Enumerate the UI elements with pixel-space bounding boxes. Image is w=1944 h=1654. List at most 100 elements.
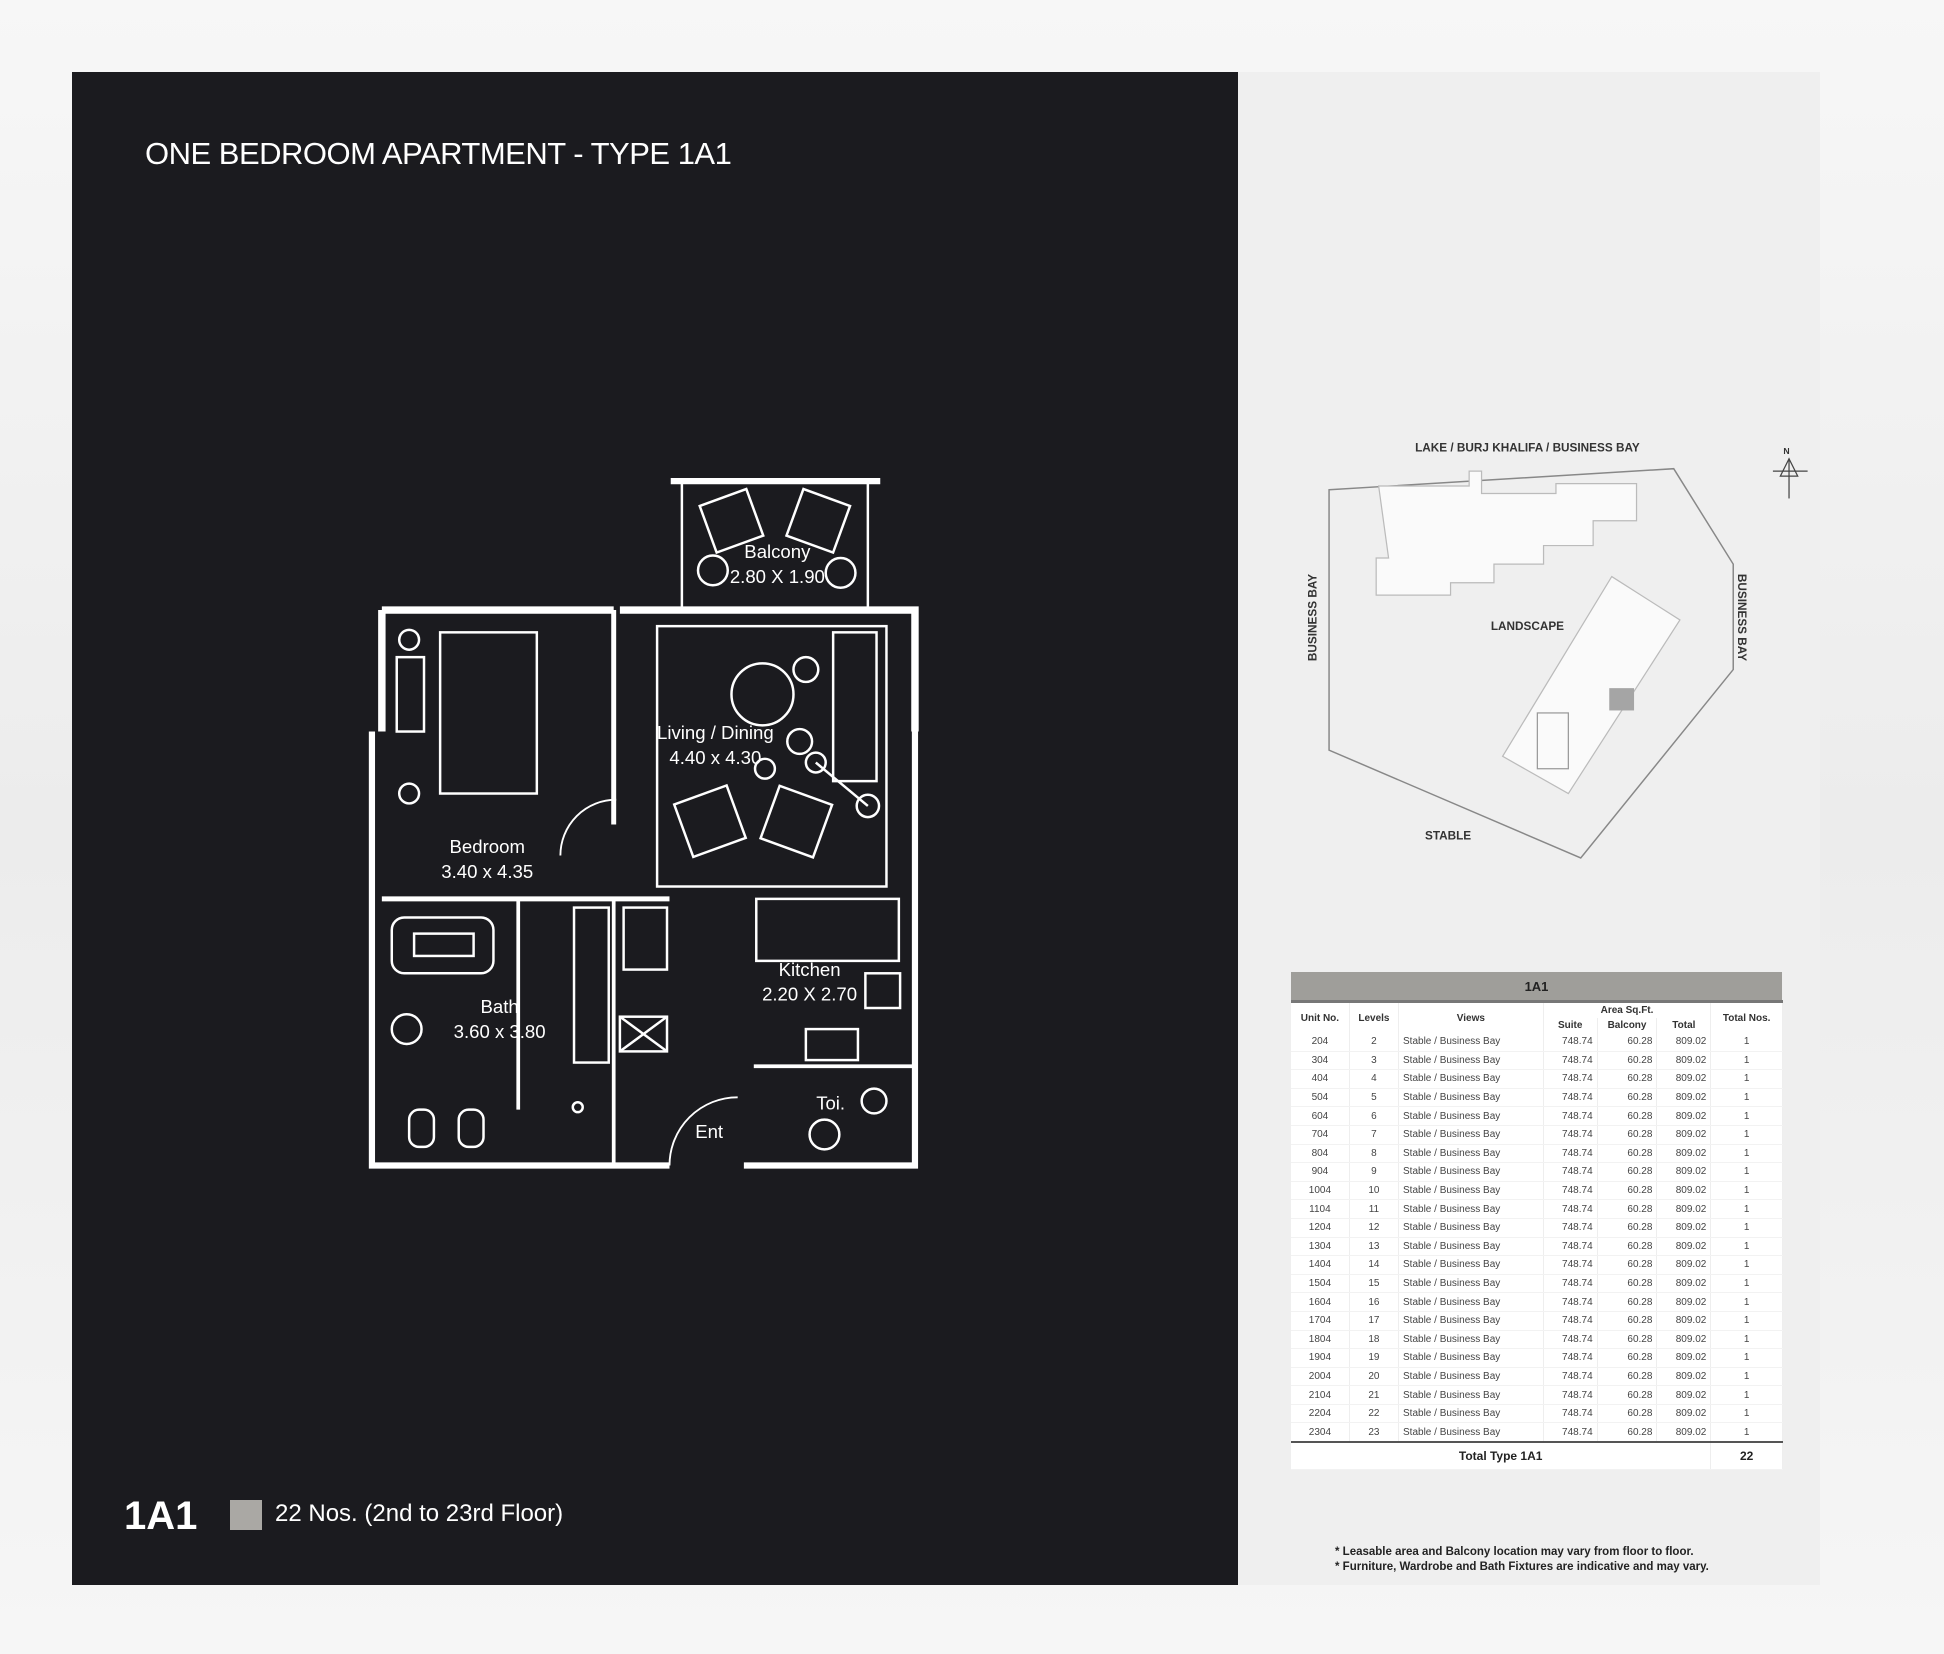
cell-level: 8 <box>1349 1144 1400 1164</box>
cell-total: 809.02 <box>1656 1144 1712 1164</box>
cell-balcony: 60.28 <box>1597 1033 1658 1052</box>
cell-balcony: 60.28 <box>1597 1069 1658 1089</box>
cell-total: 809.02 <box>1656 1367 1712 1387</box>
cell-nos: 1 <box>1710 1348 1783 1368</box>
cell-total: 809.02 <box>1656 1181 1712 1201</box>
cell-suite: 748.74 <box>1543 1274 1598 1294</box>
cell-level: 9 <box>1349 1162 1400 1182</box>
cell-level: 6 <box>1349 1106 1400 1126</box>
cell-suite: 748.74 <box>1543 1199 1598 1219</box>
cell-nos: 1 <box>1710 1237 1783 1257</box>
cell-balcony: 60.28 <box>1597 1218 1658 1238</box>
balcony-size: 2.80 X 1.90 <box>730 566 825 587</box>
cell-nos: 1 <box>1710 1367 1783 1387</box>
cell-view: Stable / Business Bay <box>1398 1404 1544 1424</box>
cell-unit: 1404 <box>1291 1255 1350 1275</box>
cell-total: 809.02 <box>1656 1385 1712 1405</box>
toilet-label: Toi. <box>816 1093 845 1114</box>
cell-nos: 1 <box>1710 1144 1783 1164</box>
cell-level: 18 <box>1349 1330 1400 1350</box>
col-views: Views <box>1398 1001 1544 1033</box>
cell-view: Stable / Business Bay <box>1398 1144 1544 1164</box>
cell-total: 809.02 <box>1656 1237 1712 1257</box>
cell-total: 809.02 <box>1656 1348 1712 1368</box>
site-label-top: LAKE / BURJ KHALIFA / BUSINESS BAY <box>1415 441 1640 454</box>
cell-suite: 748.74 <box>1543 1106 1598 1126</box>
unit-count-label: 22 Nos. (2nd to 23rd Floor) <box>275 1500 564 1527</box>
north-arrow-icon <box>1772 457 1808 499</box>
unit-type-code: 1A1 <box>124 1494 198 1538</box>
footnote: * Leasable area and Balcony location may… <box>1335 1546 1694 1558</box>
cell-nos: 1 <box>1710 1292 1783 1312</box>
cell-nos: 1 <box>1710 1274 1783 1294</box>
col-suite: Suite <box>1543 1018 1598 1033</box>
cell-suite: 748.74 <box>1543 1218 1598 1238</box>
cell-suite: 748.74 <box>1543 1255 1598 1275</box>
cell-view: Stable / Business Bay <box>1398 1199 1544 1219</box>
cell-level: 10 <box>1349 1181 1400 1201</box>
cell-balcony: 60.28 <box>1597 1144 1658 1164</box>
cell-total: 809.02 <box>1656 1311 1712 1331</box>
cell-unit: 804 <box>1291 1144 1350 1164</box>
cell-view: Stable / Business Bay <box>1398 1033 1544 1052</box>
cell-unit: 2104 <box>1291 1385 1350 1405</box>
floor-plan <box>368 477 919 1169</box>
balcony-label: Balcony <box>744 541 811 562</box>
cell-total: 809.02 <box>1656 1088 1712 1108</box>
cell-total: 809.02 <box>1656 1330 1712 1350</box>
cell-suite: 748.74 <box>1543 1367 1598 1387</box>
col-balcony: Balcony <box>1597 1018 1658 1033</box>
cell-balcony: 60.28 <box>1597 1088 1658 1108</box>
cell-total: 809.02 <box>1656 1033 1712 1052</box>
cell-total: 809.02 <box>1656 1069 1712 1089</box>
cell-view: Stable / Business Bay <box>1398 1330 1544 1350</box>
cell-view: Stable / Business Bay <box>1398 1274 1544 1294</box>
bath-size: 3.60 x 3.80 <box>454 1021 546 1042</box>
cell-balcony: 60.28 <box>1597 1404 1658 1424</box>
cell-level: 16 <box>1349 1292 1400 1312</box>
cell-suite: 748.74 <box>1543 1404 1598 1424</box>
cell-nos: 1 <box>1710 1106 1783 1126</box>
cell-nos: 1 <box>1710 1199 1783 1219</box>
table-title: 1A1 <box>1291 972 1783 1003</box>
cell-level: 19 <box>1349 1348 1400 1368</box>
col-levels: Levels <box>1349 1001 1400 1033</box>
cell-unit: 1004 <box>1291 1181 1350 1201</box>
cell-nos: 1 <box>1710 1125 1783 1145</box>
cell-level: 21 <box>1349 1385 1400 1405</box>
cell-unit: 204 <box>1291 1033 1350 1052</box>
cell-balcony: 60.28 <box>1597 1162 1658 1182</box>
cell-unit: 2304 <box>1291 1422 1350 1443</box>
cell-total: 809.02 <box>1656 1422 1712 1443</box>
cell-view: Stable / Business Bay <box>1398 1125 1544 1145</box>
cell-balcony: 60.28 <box>1597 1422 1658 1443</box>
cell-nos: 1 <box>1710 1088 1783 1108</box>
col-total-nos: Total Nos. <box>1710 1001 1783 1033</box>
cell-nos: 1 <box>1710 1311 1783 1331</box>
cell-nos: 1 <box>1710 1330 1783 1350</box>
cell-level: 22 <box>1349 1404 1400 1424</box>
cell-total: 809.02 <box>1656 1255 1712 1275</box>
cell-balcony: 60.28 <box>1597 1274 1658 1294</box>
col-unit: Unit No. <box>1291 1001 1350 1033</box>
cell-unit: 1204 <box>1291 1218 1350 1238</box>
kitchen-size: 2.20 X 2.70 <box>762 984 857 1005</box>
cell-view: Stable / Business Bay <box>1398 1311 1544 1331</box>
cell-view: Stable / Business Bay <box>1398 1255 1544 1275</box>
cell-level: 23 <box>1349 1422 1400 1443</box>
cell-unit: 1604 <box>1291 1292 1350 1312</box>
cell-total: 809.02 <box>1656 1162 1712 1182</box>
cell-level: 14 <box>1349 1255 1400 1275</box>
cell-suite: 748.74 <box>1543 1330 1598 1350</box>
cell-level: 3 <box>1349 1051 1400 1071</box>
cell-level: 15 <box>1349 1274 1400 1294</box>
